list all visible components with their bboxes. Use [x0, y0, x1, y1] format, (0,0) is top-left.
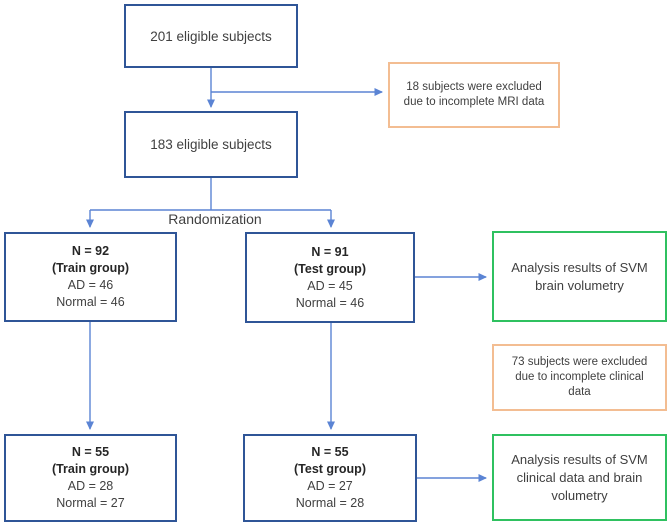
node-train-group-55: N = 55 (Train group) AD = 28 Normal = 27: [4, 434, 177, 522]
train92-ad-label: AD = 46: [67, 278, 114, 292]
analysis-clinical-brain-label: Analysis results of SVM clinical data an…: [511, 451, 648, 503]
train55-normal-label: Normal = 27: [56, 496, 125, 510]
node-eligible-201: 201 eligible subjects: [124, 4, 298, 68]
node-excluded-mri: 18 subjects were excluded due to incompl…: [388, 62, 560, 128]
test55-ad-label: AD = 27: [307, 479, 353, 493]
test91-n-label: N = 91: [311, 244, 349, 259]
test91-ad-label: AD = 45: [307, 278, 353, 293]
train55-group-label: (Train group): [51, 462, 130, 476]
randomization-label: Randomization: [168, 211, 262, 227]
test55-group-label: (Test group): [294, 462, 366, 476]
node-analysis-clinical-brain: Analysis results of SVM clinical data an…: [492, 434, 667, 521]
test91-group-label: (Test group): [294, 261, 366, 276]
train55-ad-label: AD = 28: [67, 479, 114, 493]
train92-n-label: N = 92: [71, 244, 110, 258]
test55-normal-label: Normal = 28: [295, 496, 365, 510]
node-eligible-183: 183 eligible subjects: [124, 111, 298, 178]
node-excluded-clinical-label: 73 subjects were excluded due to incompl…: [511, 356, 648, 398]
test55-n-label: N = 55: [311, 445, 349, 459]
analysis-brain-label: Analysis results of SVM brain volumetry: [511, 259, 648, 293]
node-analysis-brain-volumetry: Analysis results of SVM brain volumetry: [492, 231, 667, 322]
node-test-group-91: N = 91 (Test group) AD = 45 Normal = 46: [245, 232, 415, 323]
node-eligible-201-label: 201 eligible subjects: [150, 28, 272, 44]
train55-n-label: N = 55: [71, 445, 110, 459]
train92-group-label: (Train group): [51, 261, 130, 275]
node-test-group-55: N = 55 (Test group) AD = 27 Normal = 28: [243, 434, 417, 522]
node-train-group-92: N = 92 (Train group) AD = 46 Normal = 46: [4, 232, 177, 322]
node-eligible-183-label: 183 eligible subjects: [150, 137, 272, 152]
node-excluded-mri-label: 18 subjects were excluded due to incompl…: [403, 81, 545, 108]
node-excluded-clinical: 73 subjects were excluded due to incompl…: [492, 344, 667, 411]
test91-normal-label: Normal = 46: [295, 295, 365, 310]
train92-normal-label: Normal = 46: [56, 295, 125, 309]
